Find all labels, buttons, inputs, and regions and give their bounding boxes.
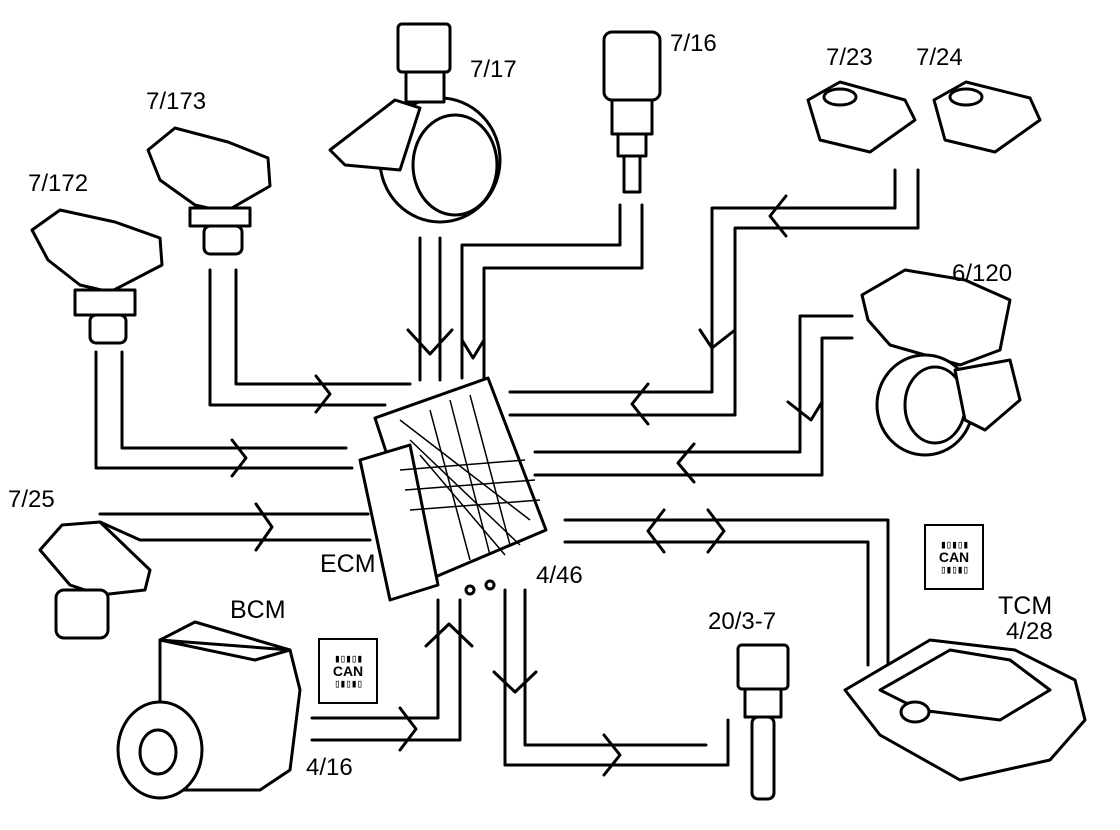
label-tcm: TCM [998, 592, 1053, 620]
wire-7-25-to-ecm [98, 502, 372, 552]
can-wave-icon: ▯▮▯▮▯ [333, 677, 363, 690]
tcm-module [843, 638, 1087, 782]
can-wave-icon: ▯▮▯▮▯ [939, 563, 969, 576]
sensor-7-16 [602, 30, 662, 194]
sensor-7-172 [30, 208, 164, 345]
label-7-172: 7/172 [28, 170, 89, 197]
can-wave-icon: ▮▯▮▯▮ [333, 652, 363, 665]
wire-7-172-to-ecm [94, 350, 354, 478]
can-badge-text: CAN [332, 663, 364, 679]
ignition-coil-20-3-7 [736, 643, 790, 801]
label-7-173: 7/173 [146, 88, 207, 115]
sensor-7-173 [146, 126, 272, 256]
wire-6-120-to-ecm [533, 314, 854, 484]
can-badge-text: CAN [938, 549, 970, 565]
wire-ecm-to-tcm-can [563, 508, 890, 667]
wire-7-16-to-ecm [460, 203, 644, 380]
wire-7-173-to-ecm [208, 268, 412, 414]
wire-7-17-to-ecm [406, 236, 454, 382]
can-badge-tcm: ▮▯▮▯▮ CAN ▯▮▯▮▯ [924, 524, 984, 590]
label-20-3-7: 20/3-7 [708, 608, 777, 635]
label-7-23: 7/23 [826, 44, 873, 71]
sensor-7-23 [806, 80, 917, 154]
sensor-7-17 [328, 22, 502, 224]
can-badge-bcm: ▮▯▮▯▮ CAN ▯▮▯▮▯ [318, 638, 378, 704]
sensor-7-25 [38, 520, 152, 640]
label-bcm-code: 4/16 [306, 754, 353, 781]
label-7-16: 7/16 [670, 30, 717, 57]
wire-ecm-to-coil [492, 588, 730, 777]
bcm-module [116, 620, 302, 800]
label-7-24: 7/24 [916, 44, 963, 71]
label-7-17: 7/17 [470, 56, 517, 83]
wire-bcm-to-ecm-can [310, 598, 474, 752]
label-6-120: 6/120 [952, 260, 1013, 287]
can-wave-icon: ▮▯▮▯▮ [939, 538, 969, 551]
label-7-25: 7/25 [8, 486, 55, 513]
sensor-7-24 [932, 80, 1042, 154]
label-tcm-code: 4/28 [1006, 618, 1053, 645]
wire-knock-to-ecm [508, 168, 920, 426]
ecm-module [358, 376, 548, 602]
label-bcm: BCM [230, 596, 286, 624]
label-ecm: ECM [320, 550, 376, 578]
actuator-6-120 [860, 268, 1022, 457]
label-ecm-code: 4/46 [536, 562, 583, 589]
